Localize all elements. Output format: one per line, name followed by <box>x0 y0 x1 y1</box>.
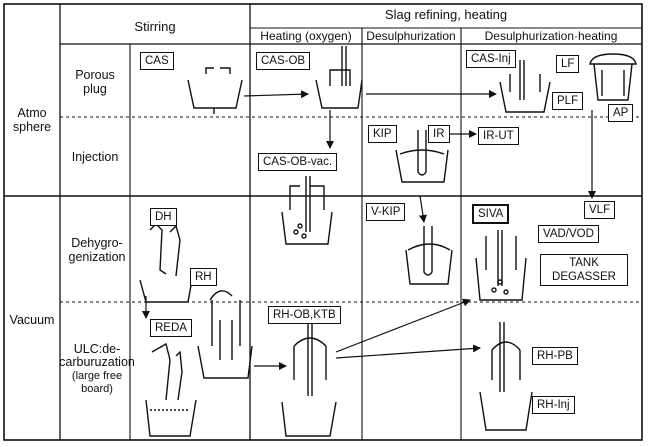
header-heating-oxygen: Heating (oxygen) <box>260 29 352 43</box>
vessel-reda <box>145 342 197 437</box>
process-reda: REDA <box>150 319 192 337</box>
row-ulc-line4: board) <box>81 383 113 395</box>
process-rh-inj: RH-Inj <box>532 396 575 414</box>
process-kip: KIP <box>368 125 397 143</box>
process-v-kip: V-KIP <box>366 203 406 221</box>
process-cas-ob: CAS-OB <box>256 52 311 70</box>
process-cas-ob-vac: CAS-OB-vac. <box>258 153 338 171</box>
process-tank-degasser: TANK DEGASSER <box>540 254 628 286</box>
row-ulc-line1: ULC:de- <box>73 342 121 356</box>
process-rh: RH <box>190 268 217 286</box>
vessel-rh-pb <box>479 322 533 431</box>
process-arrows <box>142 90 596 370</box>
process-cas-inj: CAS-Inj <box>466 50 516 68</box>
row-atmosphere: Atmo sphere <box>12 106 52 134</box>
header-desulph-heating: Desulphurization·heating <box>484 29 618 43</box>
process-vlf: VLF <box>584 201 616 219</box>
row-vacuum: Vacuum <box>9 313 55 327</box>
process-vad-vod: VAD/VOD <box>538 225 599 243</box>
row-ulc-line2: carburuzation <box>59 355 135 369</box>
process-cas: CAS <box>140 52 174 70</box>
process-ap: AP <box>608 104 634 122</box>
row-dehydrogenization: Dehygro- genization <box>68 236 126 264</box>
process-ir-ut: IR-UT <box>478 127 519 145</box>
header-desulphurization: Desulphurization <box>366 29 456 43</box>
process-plf: PLF <box>552 92 584 110</box>
header-slag-refining: Slag refining, heating <box>384 7 508 22</box>
vessel-v-kip <box>405 226 453 285</box>
process-ir: IR <box>428 125 450 143</box>
process-dh: DH <box>150 208 177 226</box>
vessel-rh <box>197 290 253 379</box>
process-rh-ob-ktb: RH-OB,KTB <box>268 306 341 324</box>
vessel-cas <box>187 67 243 114</box>
vessel-cas-inj <box>499 60 551 113</box>
vessel-kip <box>395 130 449 183</box>
row-injection: Injection <box>71 150 119 164</box>
vessel-siva <box>475 230 527 301</box>
row-porous-plug: Porous plug <box>75 68 115 96</box>
vessel-dh <box>139 223 193 303</box>
vessel-cas-ob-vac <box>281 176 333 245</box>
process-lf: LF <box>556 55 580 73</box>
process-rh-pb: RH-PB <box>532 347 578 365</box>
row-ulc-line3: (large free <box>71 370 123 382</box>
vessel-rh-ob-ktb <box>281 320 337 437</box>
vessel-ap <box>589 53 637 101</box>
process-siva: SIVA <box>472 204 510 224</box>
vessel-cas-ob <box>315 46 363 109</box>
header-stirring: Stirring <box>134 19 176 34</box>
